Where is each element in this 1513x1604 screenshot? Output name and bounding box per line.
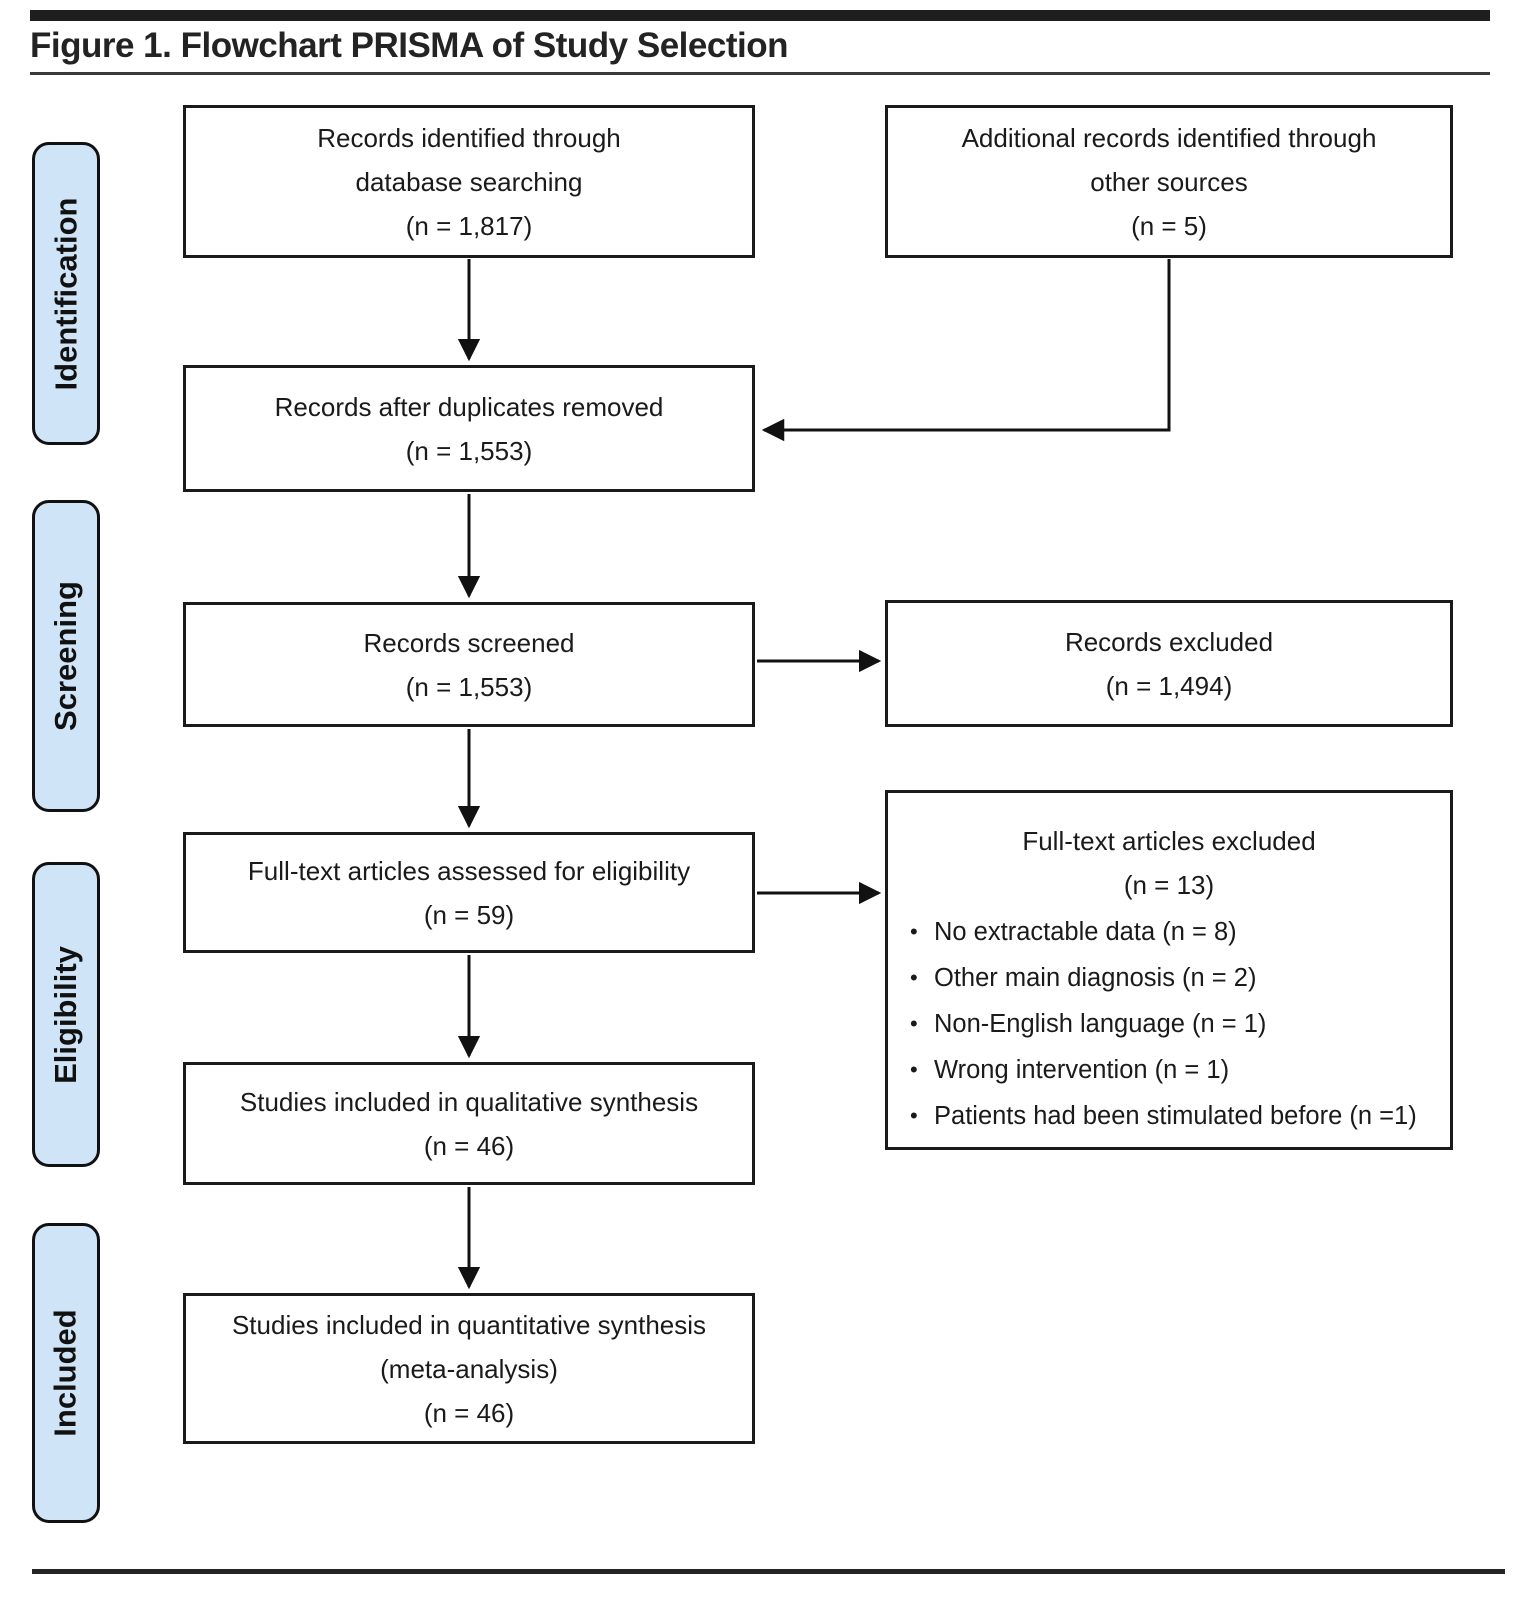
bottom-rule bbox=[32, 1569, 1505, 1574]
box-additional-records: Additional records identified through ot… bbox=[885, 105, 1453, 258]
box-text: Records identified through bbox=[317, 122, 621, 153]
stage-eligibility: Eligibility bbox=[32, 862, 100, 1167]
box-text: Full-text articles assessed for eligibil… bbox=[247, 855, 691, 886]
box-records-excluded: Records excluded (n = 1,494) bbox=[885, 600, 1453, 727]
top-rule bbox=[30, 10, 1490, 21]
title-underline bbox=[30, 72, 1490, 75]
box-text: Studies included in quantitative synthes… bbox=[231, 1309, 707, 1340]
box-count: (n = 5) bbox=[1131, 210, 1207, 241]
box-fulltext-assessed: Full-text articles assessed for eligibil… bbox=[183, 832, 755, 953]
exclusion-reason: Other main diagnosis (n = 2) bbox=[910, 955, 1450, 1001]
box-count: (n = 59) bbox=[423, 899, 515, 930]
box-count: (n = 46) bbox=[423, 1130, 515, 1161]
exclusion-reason: No extractable data (n = 8) bbox=[910, 909, 1450, 955]
box-fulltext-excluded: Full-text articles excluded (n = 13) No … bbox=[885, 790, 1453, 1150]
box-text: other sources bbox=[1090, 166, 1248, 197]
stage-included: Included bbox=[32, 1223, 100, 1523]
exclusion-reason: Non-English language (n = 1) bbox=[910, 1001, 1450, 1047]
box-records-identified: Records identified through database sear… bbox=[183, 105, 755, 258]
box-after-duplicates: Records after duplicates removed (n = 1,… bbox=[183, 365, 755, 492]
box-text: Additional records identified through bbox=[961, 122, 1377, 153]
stage-screening-label: Screening bbox=[48, 581, 84, 731]
exclusion-reason: Patients had been stimulated before (n =… bbox=[910, 1093, 1450, 1139]
exclusion-reasons-list: No extractable data (n = 8) Other main d… bbox=[888, 909, 1450, 1139]
box-text: Records excluded bbox=[1064, 626, 1274, 657]
stage-identification-label: Identification bbox=[48, 197, 84, 390]
box-count: (n = 1,553) bbox=[405, 671, 533, 702]
box-text: (meta-analysis) bbox=[380, 1353, 558, 1384]
exclusion-reason: Wrong intervention (n = 1) bbox=[910, 1047, 1450, 1093]
box-count: (n = 13) bbox=[1123, 870, 1215, 900]
box-count: (n = 46) bbox=[423, 1397, 515, 1428]
box-count: (n = 1,817) bbox=[405, 210, 533, 241]
figure-title: Figure 1. Flowchart PRISMA of Study Sele… bbox=[30, 26, 788, 65]
arrow-additional-to-duplicates bbox=[761, 259, 1171, 442]
box-text: Records screened bbox=[363, 627, 575, 658]
stage-identification: Identification bbox=[32, 142, 100, 445]
box-text: database searching bbox=[355, 166, 583, 197]
stage-eligibility-label: Eligibility bbox=[48, 945, 84, 1084]
box-records-screened: Records screened (n = 1,553) bbox=[183, 602, 755, 727]
stage-included-label: Included bbox=[48, 1309, 84, 1437]
box-text: Studies included in qualitative synthesi… bbox=[239, 1086, 699, 1117]
box-count: (n = 1,553) bbox=[405, 435, 533, 466]
stage-screening: Screening bbox=[32, 500, 100, 812]
box-text: Records after duplicates removed bbox=[274, 391, 664, 422]
box-count: (n = 1,494) bbox=[1105, 670, 1233, 701]
box-qualitative-synthesis: Studies included in qualitative synthesi… bbox=[183, 1062, 755, 1185]
box-text: Full-text articles excluded bbox=[1022, 826, 1316, 856]
box-quantitative-synthesis: Studies included in quantitative synthes… bbox=[183, 1293, 755, 1444]
